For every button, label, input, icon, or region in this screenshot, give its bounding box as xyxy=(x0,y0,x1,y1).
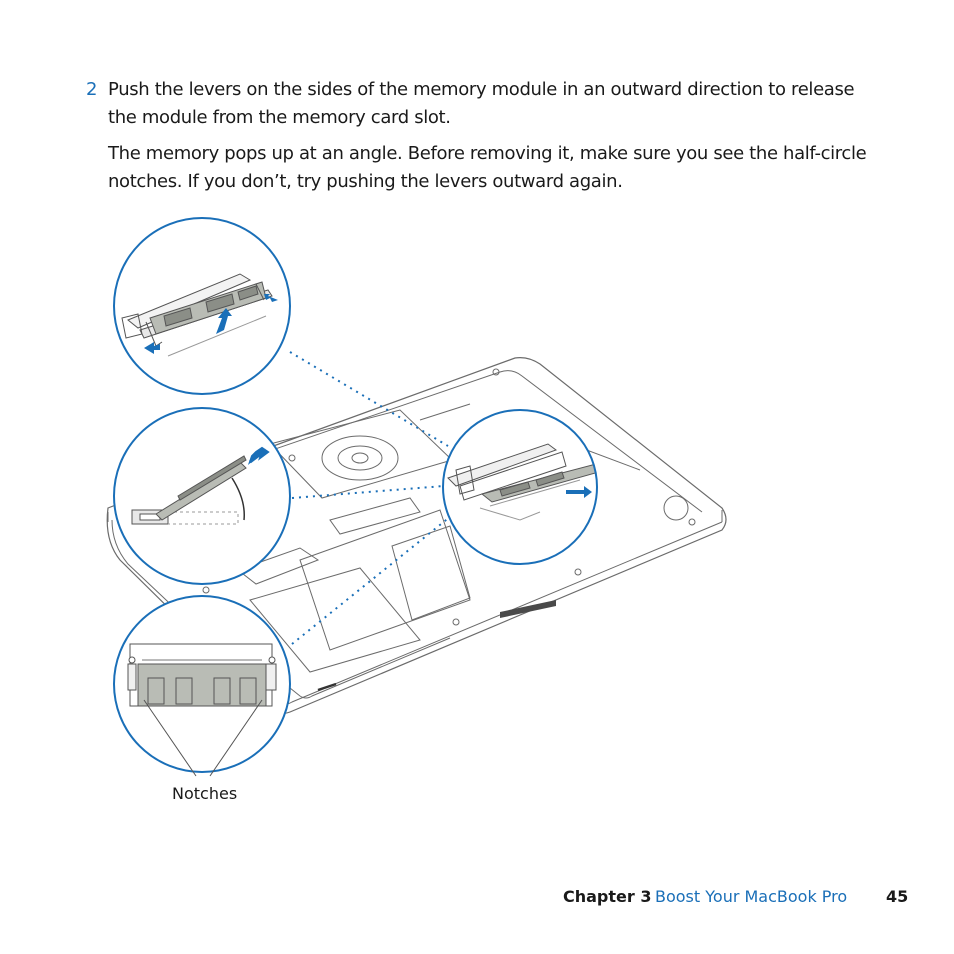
step-body: Push the levers on the sides of the memo… xyxy=(108,76,878,196)
step-number: 2 xyxy=(86,79,98,100)
page-number: 45 xyxy=(886,887,909,906)
notches-label: Notches xyxy=(172,784,238,803)
memory-removal-illustration xyxy=(106,217,727,777)
footer-chapter: Chapter 3 xyxy=(563,887,652,906)
callout-leader-lines xyxy=(289,351,457,645)
callout-levers-outward xyxy=(113,217,291,395)
callout-notches xyxy=(113,595,291,777)
footer-chapter-title: Boost Your MacBook Pro xyxy=(655,887,848,906)
step-paragraph-2: The memory pops up at an angle. Before r… xyxy=(108,143,867,192)
callout-module-release xyxy=(442,409,598,565)
step-paragraph-1: Push the levers on the sides of the memo… xyxy=(108,79,855,128)
callout-module-angle xyxy=(113,407,291,585)
